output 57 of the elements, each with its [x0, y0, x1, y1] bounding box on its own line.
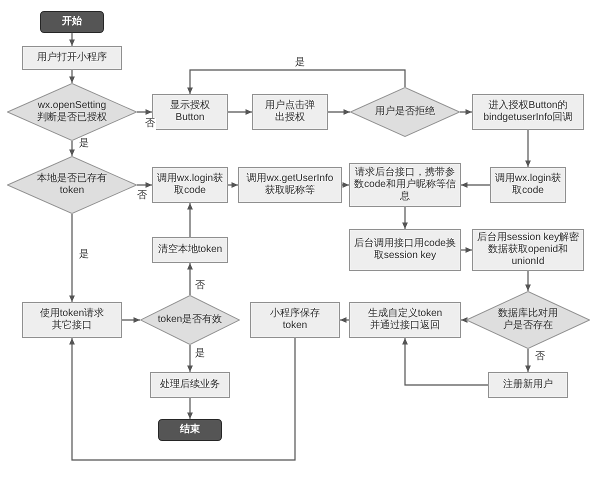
flow-arrow: [525, 271, 531, 291]
edge-label: 是: [78, 249, 90, 261]
flow-arrow: [228, 182, 238, 188]
diamond-label: 数据库比对用户是否存在: [497, 308, 559, 332]
flow-arrow: [187, 69, 406, 94]
edge-label: 是: [78, 138, 90, 150]
edge-label: 否: [144, 118, 156, 130]
flow-arrow: [187, 398, 193, 419]
process-box: 注册新用户: [488, 372, 568, 398]
flow-arrow: [402, 207, 408, 229]
flow-arrow: [342, 182, 349, 188]
process-box: 调用wx.login获取code: [490, 167, 566, 203]
diamond-label: 本地是否已存有token: [36, 173, 108, 197]
process-box: 后台用session key解密数据获取openid和unionId: [472, 229, 584, 271]
process-box: 用户点击弹出授权: [252, 94, 328, 130]
edge-label: 否: [136, 190, 148, 202]
flow-arrow: [525, 349, 531, 372]
diamond-label: 用户是否拒绝: [375, 106, 435, 118]
flow-arrow: [340, 317, 349, 323]
process-box: 进入授权Button的bindgetuserInfo回调: [472, 94, 584, 130]
edge-label: 否: [534, 351, 546, 363]
flow-arrow: [69, 214, 75, 302]
flow-arrow: [69, 70, 75, 83]
process-box: 小程序保存token: [250, 302, 340, 338]
flow-arrow: [228, 109, 252, 115]
edge-label: 是: [294, 57, 306, 69]
process-box: 请求后台接口，携带参数code和用户昵称等信息: [349, 163, 461, 207]
process-box: 生成自定义token并通过接口返回: [349, 302, 461, 338]
flow-arrow: [525, 130, 531, 167]
terminal-box: 结束: [158, 419, 222, 441]
process-box: 调用wx.login获取code: [152, 167, 228, 203]
process-box: 调用wx.getUserInfo获取昵称等: [238, 167, 342, 203]
process-box: 使用token请求其它接口: [22, 302, 122, 338]
flow-arrow: [69, 338, 296, 461]
flow-arrow: [137, 109, 152, 115]
flow-arrow: [328, 109, 350, 115]
process-box: 用户打开小程序: [22, 46, 122, 70]
diamond-label: wx.openSetting判断是否已授权: [36, 100, 108, 124]
flow-arrow: [187, 203, 193, 237]
flow-arrow: [402, 338, 488, 386]
flow-arrow: [187, 263, 193, 295]
process-box: 清空本地token: [152, 237, 228, 263]
flow-arrow: [69, 33, 75, 46]
flow-arrow: [461, 182, 490, 188]
flow-arrow: [137, 182, 152, 188]
flow-arrow: [460, 109, 472, 115]
flow-arrow: [461, 247, 472, 253]
flow-arrow: [187, 345, 193, 372]
flow-arrow: [69, 141, 75, 156]
edge-label: 否: [194, 280, 206, 292]
process-box: 后台调用接口用code换取session key: [349, 229, 461, 271]
terminal-box: 开始: [40, 11, 104, 33]
process-box: 处理后续业务: [150, 372, 230, 398]
flow-arrow: [461, 317, 468, 323]
diamond-label: token是否有效: [156, 314, 224, 326]
edge-label: 是: [194, 348, 206, 360]
flow-arrow: [122, 317, 140, 323]
